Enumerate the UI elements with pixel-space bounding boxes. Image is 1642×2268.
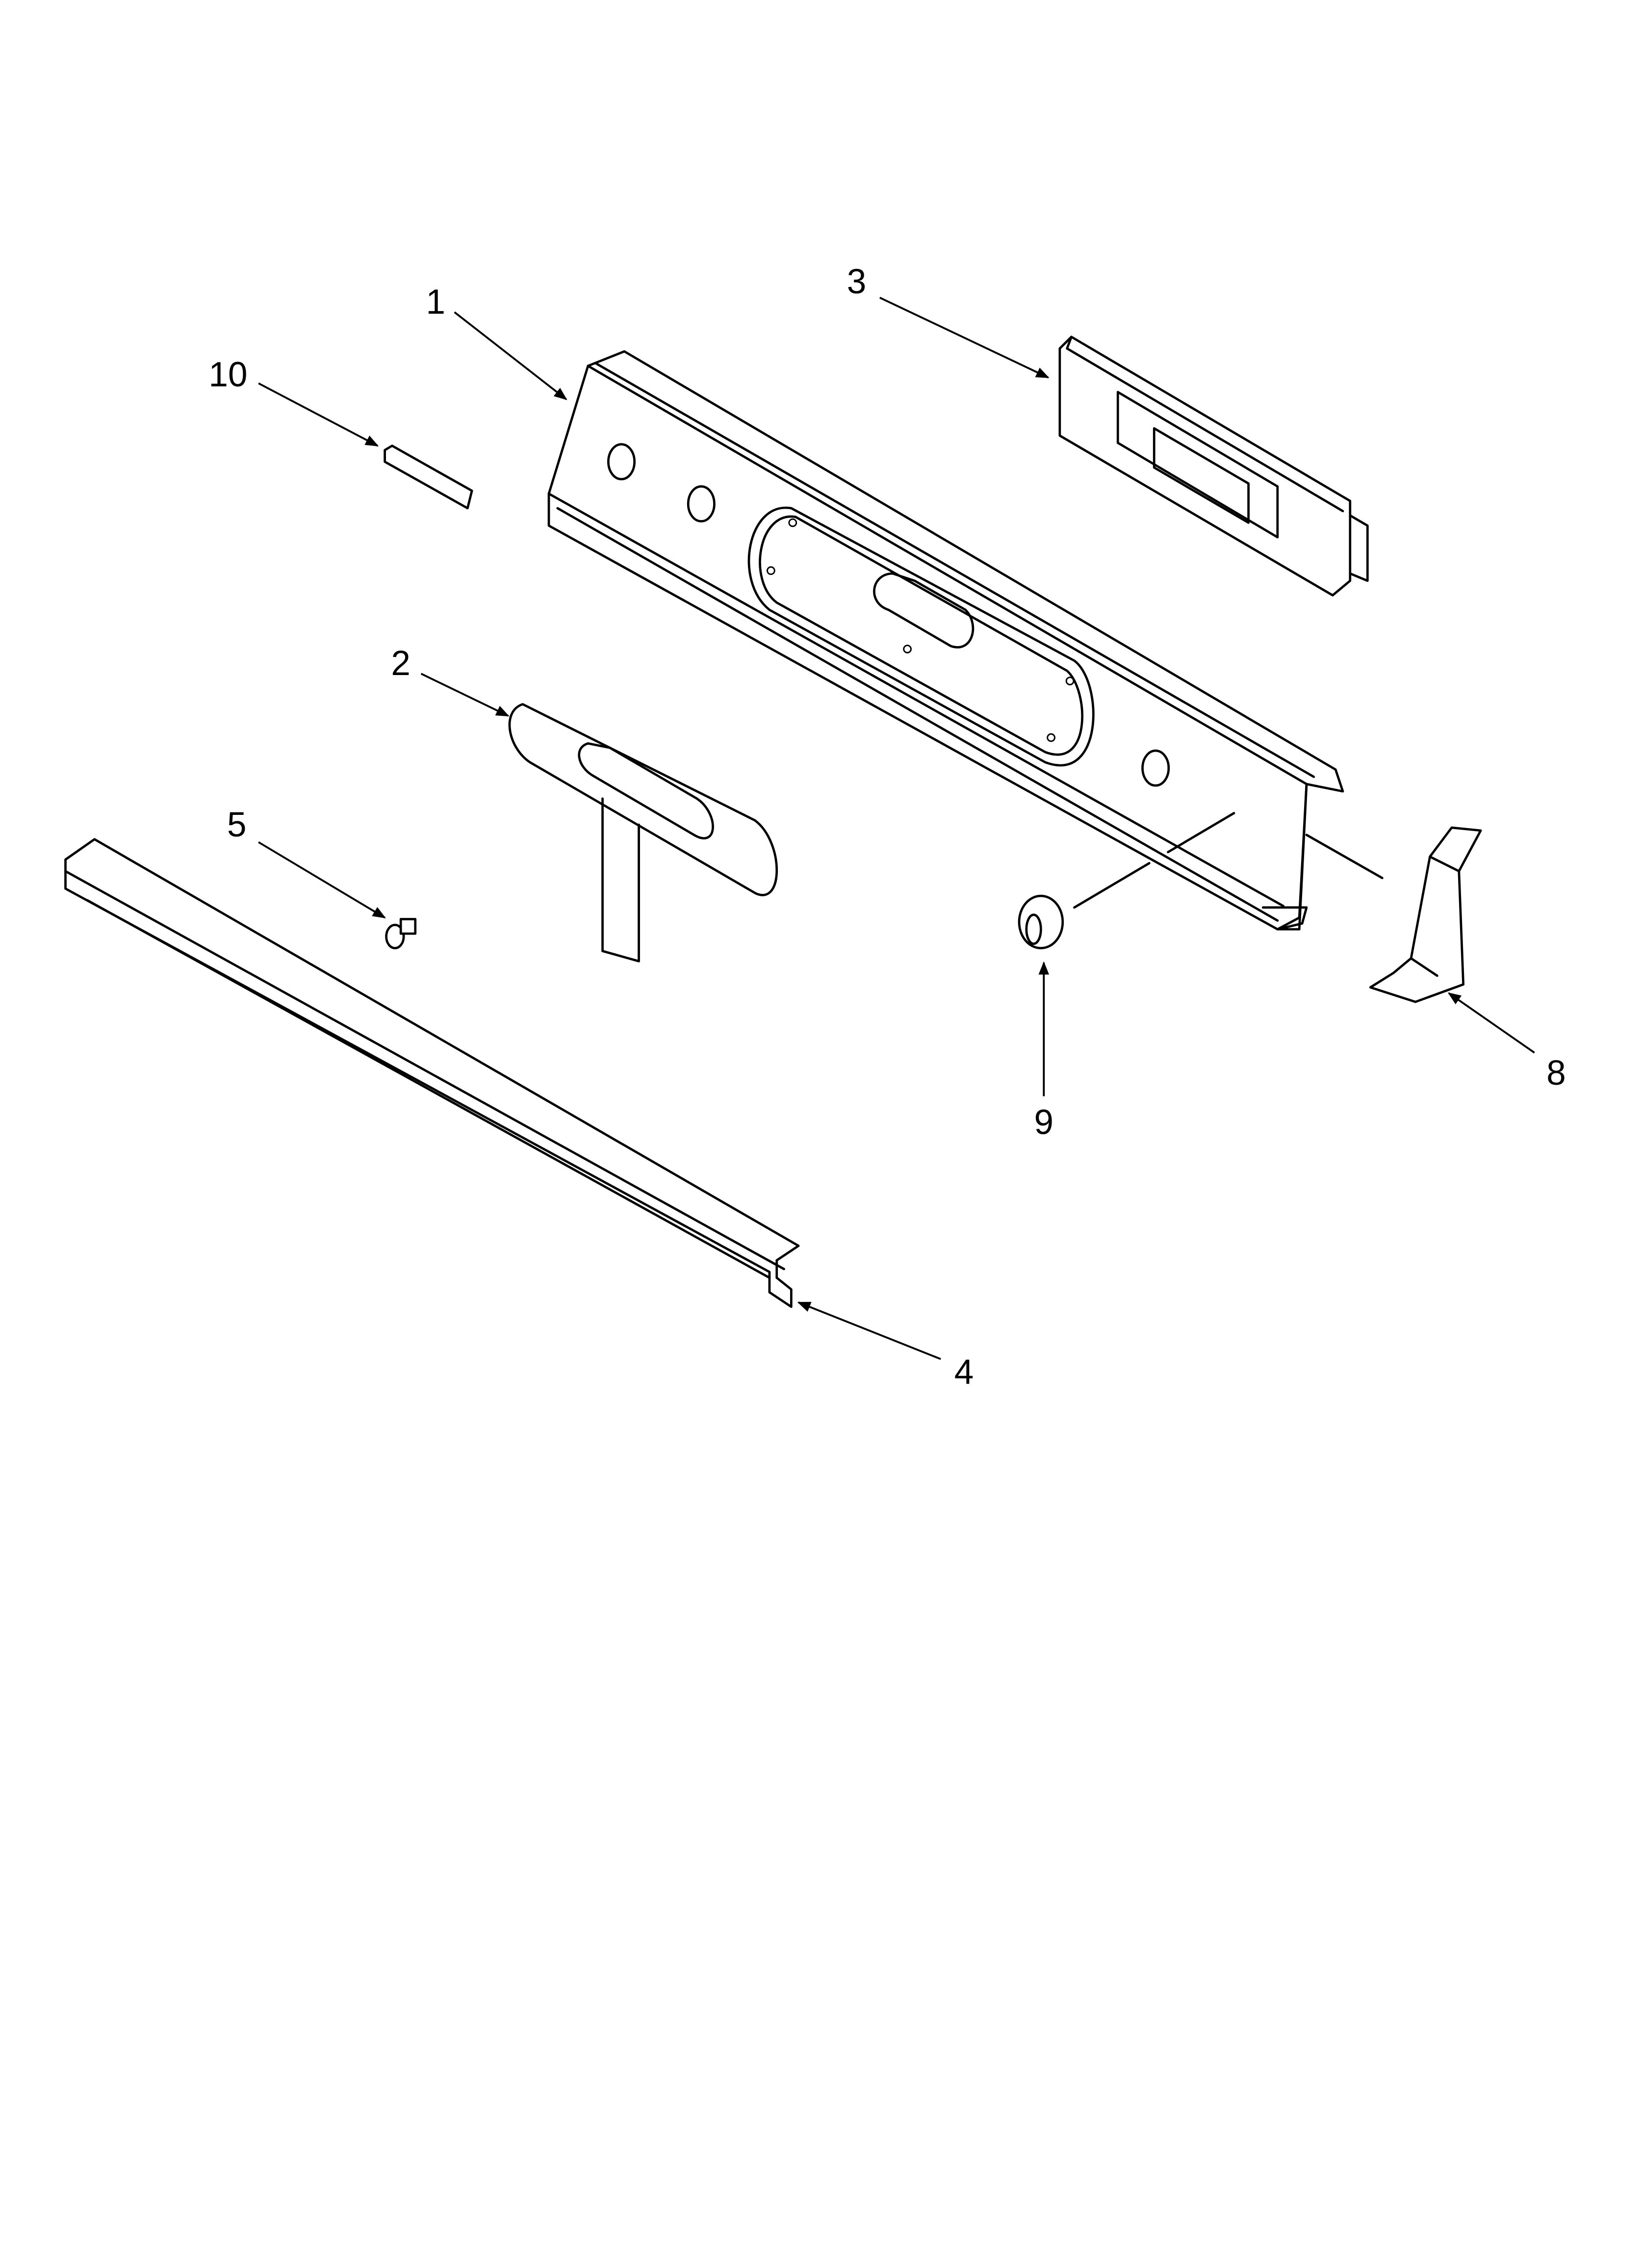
callout-5: 5 [227,806,247,844]
overlay-part [508,703,778,963]
trim-strip-part [64,838,800,1308]
end-cap-part [1369,826,1482,1003]
badge-part [384,444,473,510]
control-board-part [1058,336,1369,597]
callout-9: 9 [1034,1103,1053,1142]
callout-2: 2 [391,644,410,683]
callout-10: 10 [208,355,247,394]
screw-part [385,918,417,950]
callout-8: 8 [1546,1054,1565,1093]
callout-4: 4 [954,1353,974,1392]
callout-3: 3 [847,262,866,301]
knob-part [1018,812,1402,950]
callout-1: 1 [426,283,445,321]
control-panel-part [547,350,1344,931]
leader-arrows [258,296,1535,1360]
